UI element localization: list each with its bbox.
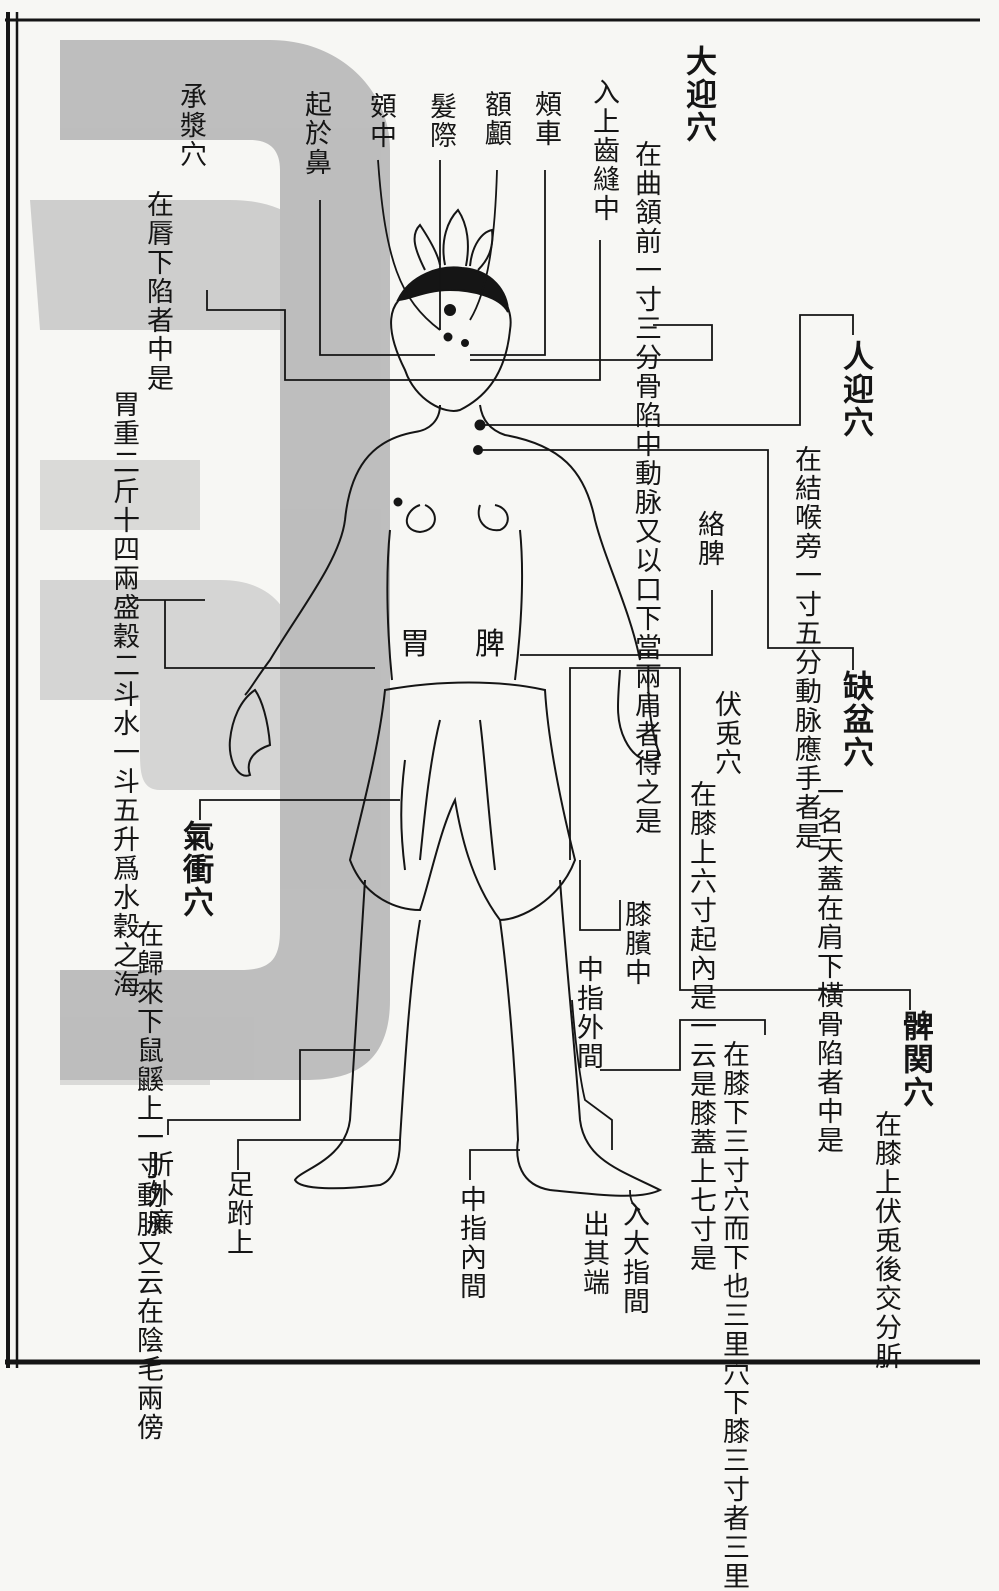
label-biguan-name: 髀関穴 — [900, 1010, 930, 1109]
label-daying-desc: 在曲頷前一寸三分骨陷中動脉又以口下當兩肩者得之是 — [630, 140, 660, 320]
label-luopi: 絡脾 — [693, 510, 723, 568]
label-zhongzhi-nei: 中指內間 — [455, 1185, 485, 1301]
label-chuqiduan: 出其端 — [578, 1210, 608, 1297]
diagram-canvas: 承漿穴 在脣下陷者中是 起於鼻 頞中 髮際 額顱 頰車 入上齒縫中 大迎穴 在曲… — [0, 0, 999, 1376]
label-wei: 胃 — [400, 630, 452, 660]
label-zufushang: 足跗上 — [222, 1170, 252, 1257]
label-rushang: 入上齒縫中 — [588, 78, 618, 223]
label-chengjiang-desc: 在脣下陷者中是 — [142, 190, 172, 290]
label-ezhong: 頞中 — [365, 92, 395, 150]
label-quepen-desc: 一名天蓋在肩下橫骨陷者中是 — [812, 778, 842, 968]
label-pi: 脾 — [475, 630, 527, 660]
label-chengjiang-name: 承漿穴 — [175, 82, 205, 169]
label-renying-desc: 在結喉旁一寸五分動脉應手者是 — [790, 445, 820, 645]
label-xibin: 膝臏中 — [620, 900, 650, 987]
label-elu: 額顱 — [480, 90, 510, 148]
label-stomach-desc: 胃重二斤十四兩盛穀二斗水一斗五升爲水穀之海 — [108, 390, 138, 600]
label-quepen-name: 缺盆穴 — [840, 670, 870, 769]
label-renying-name: 人迎穴 — [840, 340, 870, 439]
label-jiache: 頰車 — [530, 90, 560, 148]
label-futu-name: 伏兎穴 — [710, 690, 740, 777]
label-biguan-desc: 在膝上伏兎後交分肵 — [870, 1110, 900, 1255]
watermark — [30, 40, 390, 1085]
label-hangwailian: 肵外廉 — [142, 1150, 172, 1237]
label-sanli-desc: 在膝下三寸穴而下也三里穴下膝三寸者三里 — [718, 1040, 748, 1240]
label-fajie: 髮際 — [425, 92, 455, 150]
label-zhongzhi-wai: 中指外間 — [572, 955, 602, 1071]
label-futu-desc: 在膝上六寸起內是一云是膝蓋上七寸是 — [685, 780, 715, 950]
label-rudazhi: 入大指間 — [618, 1200, 648, 1316]
label-daying-name: 大迎穴 — [683, 45, 713, 144]
label-qiyubi: 起於鼻 — [300, 90, 330, 177]
label-qichong-name: 氣衝穴 — [180, 820, 210, 919]
label-qichong-desc: 在歸來下鼠鼷上一寸動脉又云在陰毛兩傍 — [132, 920, 162, 1120]
